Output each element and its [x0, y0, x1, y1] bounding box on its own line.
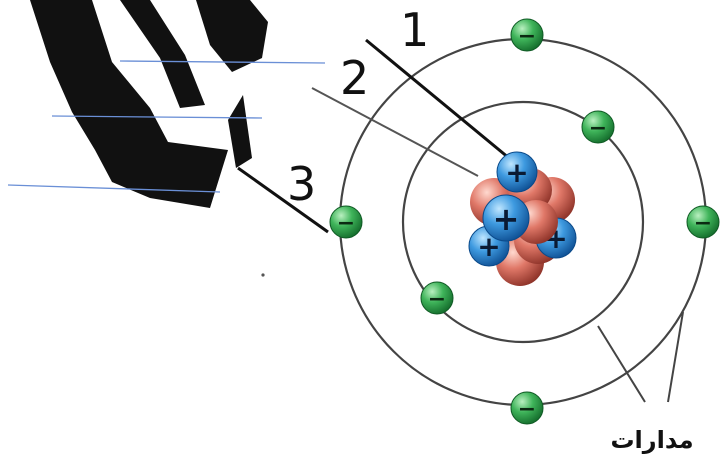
electron-sign: − [589, 116, 607, 141]
proton: + [496, 151, 538, 193]
pointer-line-3 [237, 166, 329, 234]
label-1: 1 [400, 3, 429, 57]
orbits-caption: مدارات [610, 426, 693, 454]
nucleus: + + + + [468, 151, 577, 286]
inner-orbit [401, 100, 645, 344]
answer-line-3[interactable] [7, 184, 221, 193]
handwritten-watermark [30, 0, 268, 208]
electron: − [510, 391, 544, 425]
electron: − [329, 205, 363, 239]
answer-line-2[interactable] [51, 115, 263, 119]
answer-line-1[interactable] [119, 60, 326, 64]
answer-lines [7, 60, 326, 193]
caption-pointer-inner [597, 325, 646, 403]
pointer-line-2 [311, 87, 479, 177]
electron-sign: − [337, 211, 355, 236]
label-2: 2 [340, 51, 369, 105]
proton: + [468, 225, 510, 267]
proton-sign: + [493, 200, 520, 238]
proton: + [482, 194, 530, 242]
proton-sign: + [505, 156, 528, 189]
stray-mark [261, 273, 265, 277]
electron: − [581, 110, 615, 144]
electron-sign: − [518, 397, 536, 422]
electron-sign: − [518, 24, 536, 49]
electron-sign: − [694, 211, 712, 236]
electron: − [510, 18, 544, 52]
caption-pointer-outer [667, 311, 684, 403]
electron: − [420, 281, 454, 315]
label-3: 3 [287, 157, 316, 211]
electron-sign: − [428, 287, 446, 312]
electron: − [686, 205, 720, 239]
pointer-line-1 [365, 38, 516, 165]
